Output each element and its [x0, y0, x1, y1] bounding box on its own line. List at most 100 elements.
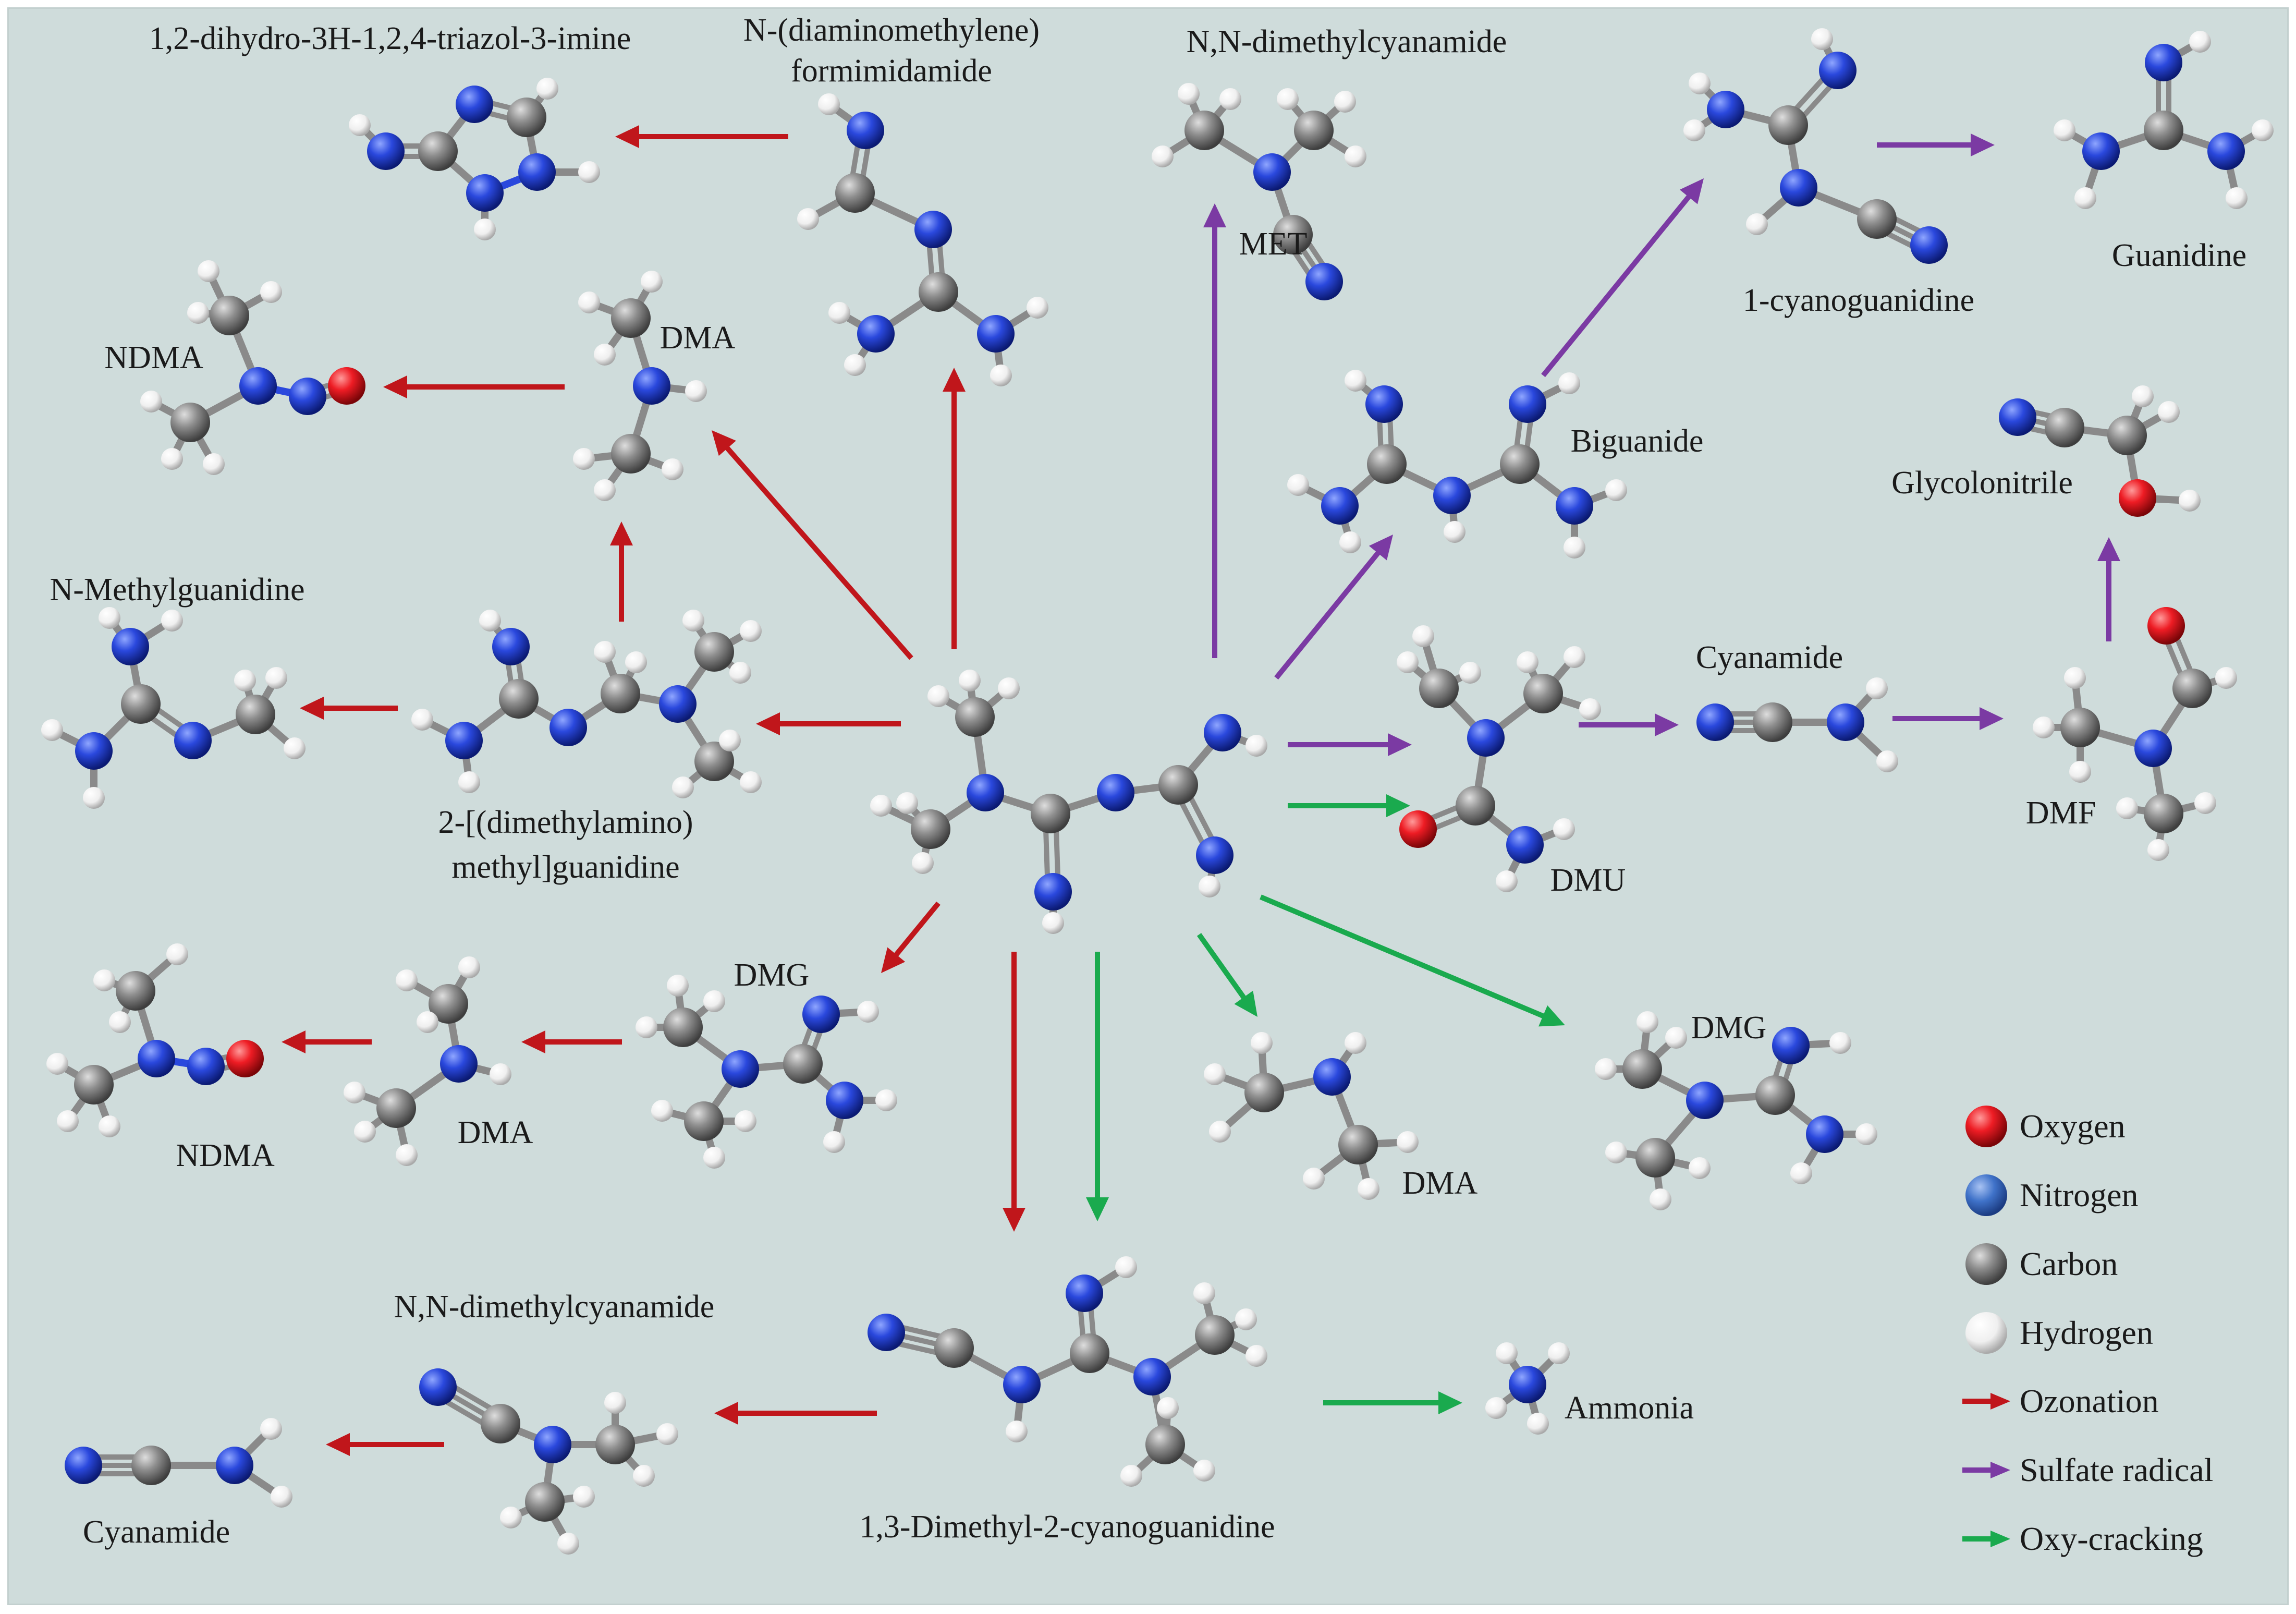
- hydrogen-atom: [479, 610, 501, 632]
- oxy-cracking-arrow-icon: [1960, 1513, 2012, 1565]
- hydrogen-atom: [1855, 1123, 1877, 1145]
- dimethyl-cyanoguanidine-molecule: [868, 1256, 1267, 1487]
- dma-top-molecule: [573, 271, 707, 501]
- carbon-atom: [1635, 1138, 1675, 1178]
- dimethylaminomethylguanidine-molecule: [411, 610, 762, 798]
- nitrogen-atom: [1313, 1058, 1351, 1096]
- hydrogen-atom: [2189, 31, 2211, 53]
- ozonation-arrow-icon: [1960, 1375, 2012, 1427]
- nitrogen-atom: [1772, 1027, 1810, 1064]
- hydrogen-atom: [1345, 145, 1366, 167]
- carbon-atom: [911, 809, 950, 849]
- arrow-ozon-met-to-dmamg: [756, 712, 901, 735]
- carbon-atom: [934, 1328, 974, 1368]
- atoms: [1683, 28, 1948, 264]
- oxygen-atom-icon: [1960, 1100, 2012, 1152]
- label-ammonia: Ammonia: [1565, 1390, 1694, 1426]
- hydrogen-atom: [1564, 537, 1585, 559]
- carbon-atom: [783, 1044, 823, 1084]
- label-dma-bottom-left: DMA: [457, 1115, 533, 1150]
- nitrogen-atom: [868, 1314, 905, 1351]
- hydrogen-atom: [641, 271, 663, 293]
- hydrogen-atom: [2074, 187, 2096, 209]
- hydrogen-atom: [625, 651, 647, 673]
- hydrogen-atom: [2215, 667, 2237, 689]
- hydrogen-atom: [667, 975, 689, 997]
- hydrogen-atom: [703, 1147, 725, 1169]
- hydrogen-atom: [344, 1082, 365, 1103]
- hydrogen-atom: [198, 260, 219, 282]
- nitrogen-atom: [1467, 719, 1505, 757]
- dimethylcyanamide-top-molecule: [1152, 83, 1366, 300]
- label-guanidine: Guanidine: [2111, 238, 2247, 273]
- carbon-atom: [1294, 111, 1334, 150]
- hydrogen-atom: [594, 479, 616, 501]
- figure-background: [7, 7, 2289, 1605]
- atoms: [419, 1368, 678, 1555]
- hydrogen-atom: [1650, 1188, 1671, 1210]
- cyanamide-right-molecule: [1696, 677, 1898, 772]
- arrow-ozon-dmg-to-dma: [521, 1030, 622, 1053]
- arrow-ozon-met-to-dimethylcyanoguanidine: [1003, 952, 1025, 1232]
- hydrogen-atom: [1157, 1397, 1179, 1419]
- arrow-sulf-met-to-dmu: [1288, 733, 1412, 756]
- hydrogen-atom: [1339, 531, 1361, 553]
- hydrogen-atom: [1636, 1011, 1658, 1033]
- carbon-atom: [919, 272, 958, 312]
- hydrogen-atom: [1605, 1142, 1627, 1163]
- hydrogen-atom: [573, 448, 595, 470]
- hydrogen-atom: [2194, 792, 2216, 814]
- arrow-sulf-met-to-dimethylcyanamide: [1203, 203, 1226, 658]
- oxygen-atom: [1399, 810, 1437, 848]
- dma-bottom-mid-molecule: [1204, 1032, 1419, 1200]
- hydrogen-atom: [2158, 401, 2180, 423]
- arrow-ozon-dmamg-to-n-methylguanidine: [300, 697, 398, 720]
- nitrogen-atom: [1509, 385, 1546, 423]
- atoms: [411, 610, 762, 798]
- hydrogen-atom: [594, 641, 616, 663]
- carbon-atom: [835, 173, 875, 213]
- dmu-molecule: [1397, 625, 1601, 892]
- atoms: [1397, 625, 1601, 892]
- carbon-atom: [210, 296, 249, 335]
- carbon-atom: [1273, 215, 1313, 254]
- arrow-sulf-biguanide-to-cyanoguanidine: [1541, 178, 1704, 378]
- nitrogen-atom: [1066, 1275, 1103, 1312]
- hydrogen-atom: [396, 1144, 418, 1166]
- nitrogen-atom: [633, 367, 670, 405]
- nitrogen-atom: [367, 132, 405, 170]
- atoms: [65, 1418, 292, 1508]
- legend-row-sulfate-radical: Sulfate radical: [1960, 1441, 2213, 1499]
- hydrogen-atom: [1444, 521, 1465, 543]
- nitrogen-atom: [445, 722, 483, 759]
- hydrogen-atom: [1345, 1032, 1366, 1054]
- legend-row-hydrogen: Hydrogen: [1960, 1304, 2153, 1362]
- hydrogen-atom: [474, 219, 496, 240]
- hydrogen-atom: [927, 685, 949, 707]
- hydrogen-atom: [1579, 698, 1601, 720]
- label-ndma-top: NDMA: [104, 340, 203, 375]
- hydrogen-atom: [1251, 1032, 1273, 1054]
- atoms: [41, 607, 306, 809]
- legend-label-carbon: Carbon: [2020, 1245, 2118, 1282]
- hydrogen-atom: [234, 670, 256, 691]
- hydrogen-atom: [2064, 667, 2086, 689]
- ndma-top-molecule: [140, 260, 365, 475]
- carbon-atom: [1857, 199, 1897, 239]
- carbon-atom: [418, 131, 458, 171]
- hydrogen-atom: [1459, 662, 1481, 684]
- arrow-ozon-formimidamide-to-triazol: [615, 125, 788, 148]
- hydrogen-atom: [1829, 1032, 1851, 1054]
- nitrogen-atom: [1910, 226, 1948, 264]
- arrow-ozon-dmamg-to-dma: [610, 521, 633, 622]
- hydrogen-atom: [875, 1089, 897, 1111]
- hydrogen-atom: [354, 1121, 376, 1143]
- label-triazol-imine: 1,2-dihydro-3H-1,2,4-triazol-3-imine: [149, 21, 631, 56]
- oxygen-atom: [328, 367, 365, 405]
- hydrogen-atom: [633, 1465, 655, 1487]
- hydrogen-atom: [1178, 83, 1200, 105]
- label-dimethylcyanamide-bottom: N,N-dimethylcyanamide: [394, 1289, 715, 1325]
- nitrogen-atom: [440, 1045, 478, 1083]
- carbon-atom: [2144, 111, 2183, 150]
